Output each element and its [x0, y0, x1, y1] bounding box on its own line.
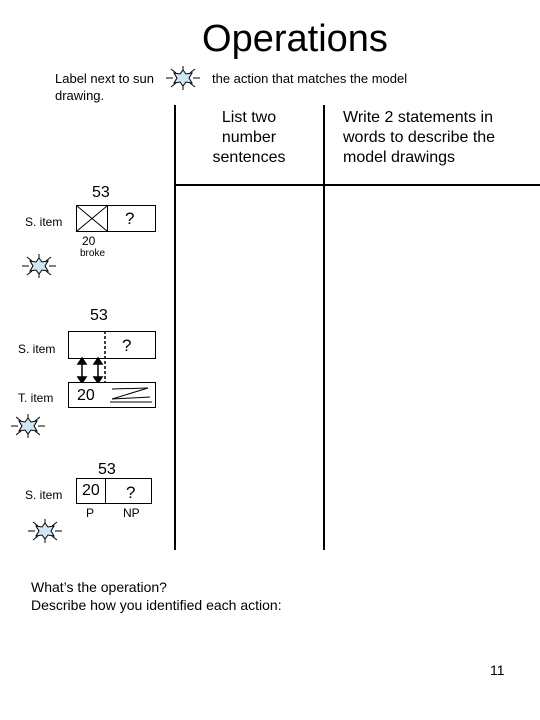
model2-bar-top: ?: [68, 331, 156, 359]
model1-total: 53: [92, 184, 110, 201]
model3-total: 53: [98, 461, 116, 478]
model2-row1-label: S. item: [18, 342, 56, 356]
header-line: words to describe the: [343, 129, 496, 146]
header-line: Write 2 statements in: [343, 109, 493, 126]
model1-unknown: ?: [125, 209, 135, 228]
model3-label-right: NP: [123, 506, 140, 520]
model2-row2-label: T. item: [18, 391, 54, 405]
sun-icon: [166, 66, 200, 90]
operation-question: What’s the operation?: [31, 579, 167, 595]
model2-total: 53: [90, 307, 108, 324]
header-line: model drawings: [343, 149, 456, 166]
page-number: 11: [490, 662, 505, 678]
instruction-text-3: drawing.: [55, 88, 105, 103]
model1-part-note: broke: [80, 248, 106, 259]
model2-compare-value: 20: [77, 387, 95, 404]
table-header-rule: [174, 184, 540, 186]
sun-icon: [11, 414, 45, 438]
model2-bar-bottom: 20: [68, 382, 156, 408]
model2-unknown: ?: [122, 336, 132, 355]
model2-scribble: [110, 387, 152, 403]
model1-part-value: 20: [82, 234, 96, 248]
model3-part-value: 20: [82, 482, 100, 499]
table-divider-left: [174, 105, 176, 550]
header-line: number: [221, 129, 277, 146]
instruction-text-2: the action that matches the model: [212, 71, 408, 86]
header-line: sentences: [212, 149, 286, 166]
describe-prompt: Describe how you identified each action:: [31, 597, 282, 613]
model3-unknown: ?: [126, 483, 136, 502]
model3-divider: [105, 478, 106, 504]
sun-icon: [22, 254, 56, 278]
model3-row-label: S. item: [25, 488, 63, 502]
column-header-number-sentences: List two number sentences: [176, 108, 322, 168]
page-title: Operations: [202, 18, 388, 60]
model2-double-arrows: [76, 356, 104, 385]
table-divider-middle: [323, 105, 325, 550]
instruction-text-1: Label next to sun: [55, 71, 155, 86]
header-line: List two: [221, 109, 277, 126]
model1-row-label: S. item: [25, 215, 63, 229]
model1-cross-mark: [76, 205, 108, 232]
sun-icon: [28, 519, 62, 543]
column-header-statements: Write 2 statements in words to describe …: [343, 108, 540, 168]
model3-label-left: P: [86, 506, 95, 520]
model3-bar: 20 ?: [76, 478, 152, 504]
